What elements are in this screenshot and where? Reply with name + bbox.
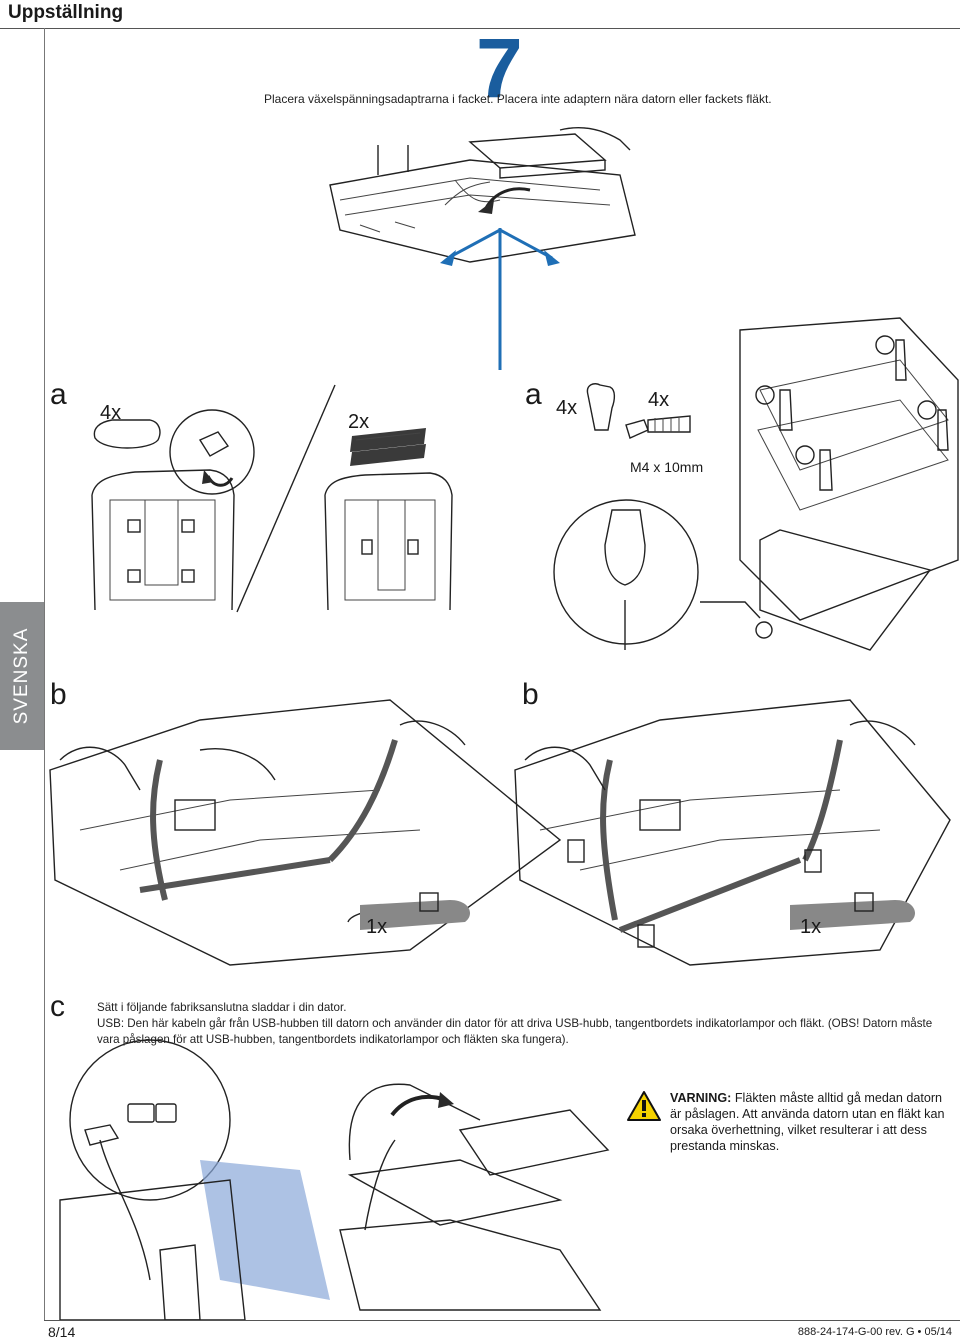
panel-b-left-letter: b xyxy=(50,678,67,711)
step-number: 7 xyxy=(476,21,523,115)
warning-text: VARNING: Fläkten måste alltid gå medan d… xyxy=(670,1090,952,1154)
warning-label: VARNING: xyxy=(670,1091,732,1105)
footer-rule xyxy=(44,1320,960,1321)
panel-b-left-illustration xyxy=(49,699,562,966)
panel-a-left-illustration xyxy=(91,384,453,613)
panel-a-left-letter: a xyxy=(50,378,67,411)
language-tab: SVENSKA xyxy=(0,602,44,750)
tray-adapter-illustration xyxy=(329,127,636,263)
section-c-line2: USB: Den här kabeln går från USB-hubben … xyxy=(97,1017,933,1046)
panel-a-left-qty-tape: 2x xyxy=(348,411,370,433)
section-c-line1: Sätt i följande fabriksanslutna sladdar … xyxy=(97,1001,347,1014)
section-c-letter: c xyxy=(50,990,65,1023)
panel-a-left-qty-pads: 4x xyxy=(100,402,122,424)
section-c-text: Sätt i följande fabriksanslutna sladdar … xyxy=(97,1000,947,1048)
split-arrow xyxy=(440,228,560,370)
panel-b-right-qty: 1x xyxy=(800,916,822,938)
page-number: 8/14 xyxy=(48,1324,76,1340)
panel-b-left-qty: 1x xyxy=(366,916,388,938)
document-number: 888-24-174-G-00 rev. G • 05/14 xyxy=(797,1326,952,1338)
panel-a-right-illustration xyxy=(553,317,959,651)
panel-a-right-qty-screws: 4x xyxy=(648,389,670,411)
margin-rule xyxy=(44,28,45,1320)
screw-spec: M4 x 10mm xyxy=(630,459,704,475)
header-rule xyxy=(0,28,960,29)
panel-b-right-letter: b xyxy=(522,678,539,711)
page-header-title: Uppställning xyxy=(8,2,124,23)
panel-c-illustration xyxy=(59,1039,610,1321)
step-caption: Placera växelspänningsadaptrarna i facke… xyxy=(264,92,772,106)
panel-a-right-letter: a xyxy=(525,378,542,411)
panel-a-right-qty-bumpers: 4x xyxy=(556,397,578,419)
warning-body: Fläkten måste alltid gå medan datorn är … xyxy=(670,1091,945,1153)
panel-b-right-illustration xyxy=(514,699,951,966)
warning-icon xyxy=(627,1091,661,1121)
